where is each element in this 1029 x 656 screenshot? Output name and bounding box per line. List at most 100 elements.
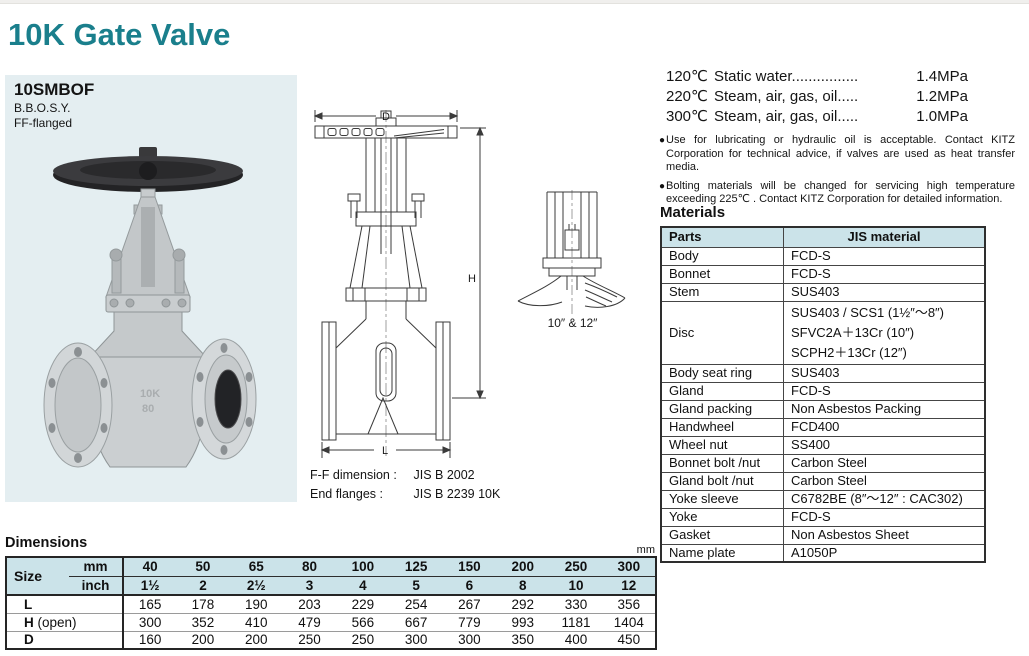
dims-value: 410: [229, 612, 283, 631]
top-strip: [0, 0, 1029, 4]
end-flanges-label: End flanges :: [310, 487, 383, 501]
dims-size-inch: 2½: [229, 576, 283, 595]
dims-size-inch: 6: [442, 576, 497, 595]
product-panel: 10SMBOF B.B.O.S.Y. FF-flanged: [5, 75, 297, 502]
dims-value: 190: [229, 594, 283, 613]
dims-size-header: Size: [6, 557, 69, 595]
dims-size-mm: 80: [282, 557, 337, 577]
body-outline: [321, 318, 451, 441]
dims-size-inch: 5: [389, 576, 443, 595]
dims-value: 300: [123, 612, 177, 631]
dims-value: 350: [496, 630, 550, 649]
dims-size-mm: 50: [176, 557, 230, 577]
materials-value: FCD400: [783, 417, 986, 437]
detail-outline: [517, 191, 626, 308]
end-flanges-row: End flanges : JIS B 2239 10K: [310, 485, 500, 504]
dims-size-mm: 150: [442, 557, 497, 577]
dims-value: 993: [496, 612, 550, 631]
ff-dimension-value: JIS B 2002: [413, 468, 475, 482]
dimensions-heading: Dimensions: [5, 535, 88, 551]
rating-pressure: 1.0MPa: [916, 108, 968, 125]
bonnet: [88, 294, 208, 358]
note-item: ●Use for lubricating or hydraulic oil is…: [659, 134, 1015, 175]
materials-value: A1050P: [783, 543, 986, 563]
dims-inch-label: inch: [69, 576, 124, 595]
materials-value: FCD-S: [783, 264, 986, 284]
note-item: ●Bolting materials will be changed for s…: [659, 180, 1015, 207]
dims-value: 779: [442, 612, 497, 631]
materials-value: SS400: [783, 435, 986, 455]
materials-part: Gland packing: [660, 399, 784, 419]
dims-value: 229: [336, 594, 390, 613]
materials-part: Body: [660, 246, 784, 266]
dims-row-label: L: [6, 594, 124, 613]
dims-value: 165: [123, 594, 177, 613]
stem-outline: [380, 138, 392, 254]
materials-part: Gland: [660, 381, 784, 401]
dims-mm-label: mm: [69, 557, 124, 577]
dims-value: 356: [602, 594, 656, 613]
bullet-icon: ●: [659, 135, 666, 146]
handwheel: [53, 147, 243, 192]
materials-col-parts: Parts: [660, 226, 784, 248]
dims-value: 1181: [549, 612, 603, 631]
dims-size-mm: 300: [602, 557, 656, 577]
dims-value: 267: [442, 594, 497, 613]
dimension-d-label: D: [382, 111, 390, 123]
materials-heading: Materials: [660, 204, 726, 221]
materials-value: Non Asbestos Packing: [783, 399, 986, 419]
dims-value: 1404: [602, 612, 656, 631]
yoke-outline: [347, 137, 425, 227]
rating-pressure: 1.2MPa: [916, 88, 968, 105]
materials-value: FCD-S: [783, 246, 986, 266]
rating-service: Static water................: [714, 68, 859, 85]
dims-value: 254: [389, 594, 443, 613]
materials-part: Yoke: [660, 507, 784, 527]
materials-part: Handwheel: [660, 417, 784, 437]
right-flange: [191, 338, 257, 460]
dims-value: 300: [389, 630, 443, 649]
materials-value: Carbon Steel: [783, 453, 986, 473]
notes: ●Use for lubricating or hydraulic oil is…: [659, 134, 1015, 212]
materials-value: SUS403: [783, 282, 986, 302]
dimension-l-label: L: [382, 445, 388, 457]
valve-photo-illustration: 10K 80: [43, 147, 257, 468]
rating-service: Steam, air, gas, oil.....: [714, 108, 859, 125]
ff-dimension-row: F-F dimension : JIS B 2002: [310, 466, 500, 485]
materials-part: Disc: [660, 300, 784, 365]
materials-part: Bonnet bolt /nut: [660, 453, 784, 473]
materials-value: Carbon Steel: [783, 471, 986, 491]
stem-and-yoke: [105, 188, 191, 298]
dims-value: 330: [549, 594, 603, 613]
dims-size-mm: 200: [496, 557, 550, 577]
materials-part: Name plate: [660, 543, 784, 563]
dims-size-mm: 40: [123, 557, 177, 577]
rating-temperature: 120℃: [666, 68, 708, 85]
dims-value: 667: [389, 612, 443, 631]
dims-value: 250: [282, 630, 337, 649]
rating-temperature: 220℃: [666, 88, 708, 105]
cast-mark-10k: 10K: [140, 388, 160, 400]
product-construction: B.B.O.S.Y.: [14, 101, 71, 115]
page-title: 10K Gate Valve: [8, 17, 231, 52]
dims-size-inch: 4: [336, 576, 390, 595]
dims-value: 203: [282, 594, 337, 613]
dimensions-unit-note: mm: [636, 544, 655, 556]
materials-col-jis: JIS material: [783, 226, 986, 248]
dims-value: 566: [336, 612, 390, 631]
dims-value: 400: [549, 630, 603, 649]
product-flange-type: FF-flanged: [14, 116, 73, 130]
